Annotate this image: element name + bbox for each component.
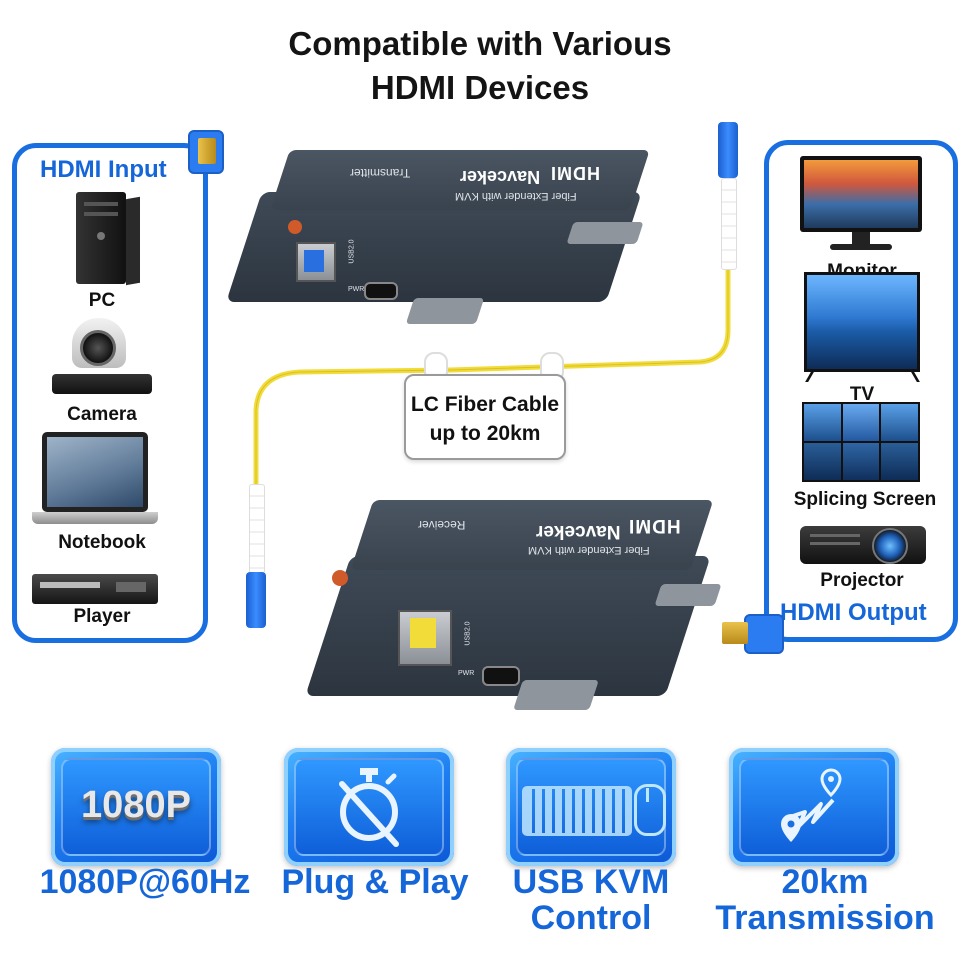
feature-label-kvm-line-1: USB KVM [512,863,670,901]
resolution-badge-icon: 1080P [81,784,191,826]
keyboard-mouse-icon [522,784,666,836]
receiver-role: Receiver [418,518,466,532]
device-label-tv: TV [849,384,875,405]
hdmi-input-label: HDMI Input [36,156,171,184]
receiver-brand: Navceker [536,521,621,542]
lc-connector-bottom-icon [244,484,268,634]
feature-label-distance-line-2: Transmission [715,899,935,937]
hdmi-output-label: HDMI Output [776,599,931,627]
transmitter-role: Transmitter [350,166,411,180]
cable-label-line-2: up to 20km [429,422,541,445]
feature-label-kvm: USB KVM Control [466,864,716,936]
feature-label-1080p: 1080P@60Hz [39,863,251,901]
feature-kvm-box [506,748,676,866]
device-label-camera: Camera [67,404,137,425]
fiber-cable-label: LC Fiber Cable up to 20km [404,374,566,460]
tv-icon [804,272,920,384]
feature-plug-play-box [284,748,454,866]
receiver-device: HDMI Navceker Fiber Extender with KVM Re… [305,470,722,726]
cable-label-line-1: LC Fiber Cable [410,393,560,416]
feature-label-distance: 20km Transmission [700,864,950,936]
ptz-camera-icon [52,318,152,396]
transmitter-port-label: USB2.0 [348,239,356,264]
receiver-port-label: USB2.0 [464,621,472,646]
pc-tower-icon [76,192,140,286]
receiver-subtitle: Fiber Extender with KVM [528,544,650,556]
title-line-1: Compatible with Various [288,25,672,62]
title-line-2: HDMI Devices [370,69,590,106]
monitor-icon [800,156,922,254]
feature-label-kvm-line-2: Control [530,899,652,937]
transmitter-brand: Navceker [460,167,541,187]
feature-label-distance-line-1: 20km [781,863,869,901]
stopwatch-off-icon [339,768,399,847]
receiver-pwr-label: PWR [458,670,475,677]
feature-distance-box [729,748,899,866]
video-wall-icon [802,402,920,482]
device-label-player: Player [73,606,131,627]
laptop-icon [32,432,158,526]
device-label-splicing-screen: Splicing Screen [793,489,937,510]
route-location-icon [781,768,842,842]
transmitter-subtitle: Fiber Extender with KVM [455,190,577,202]
transmitter-logo: HDMI [550,163,600,183]
hdmi-output-connector-icon [720,612,784,654]
device-label-notebook: Notebook [58,532,146,553]
transmitter-device: HDMI Navceker Fiber Extender with KVM Tr… [226,130,650,340]
hdmi-input-connector-icon [178,124,224,174]
transmitter-pwr-label: PWR [348,286,365,293]
feature-resolution-box: 1080P [51,748,221,866]
feature-label-plug-play: Plug & Play [281,863,469,901]
dvd-player-icon [32,574,158,606]
receiver-logo: HDMI [628,515,681,536]
lc-connector-top-icon [716,122,740,272]
projector-icon [800,522,926,568]
device-label-pc: PC [88,290,116,311]
page-title: Compatible with Various HDMI Devices [0,22,960,110]
device-label-projector: Projector [820,570,904,591]
